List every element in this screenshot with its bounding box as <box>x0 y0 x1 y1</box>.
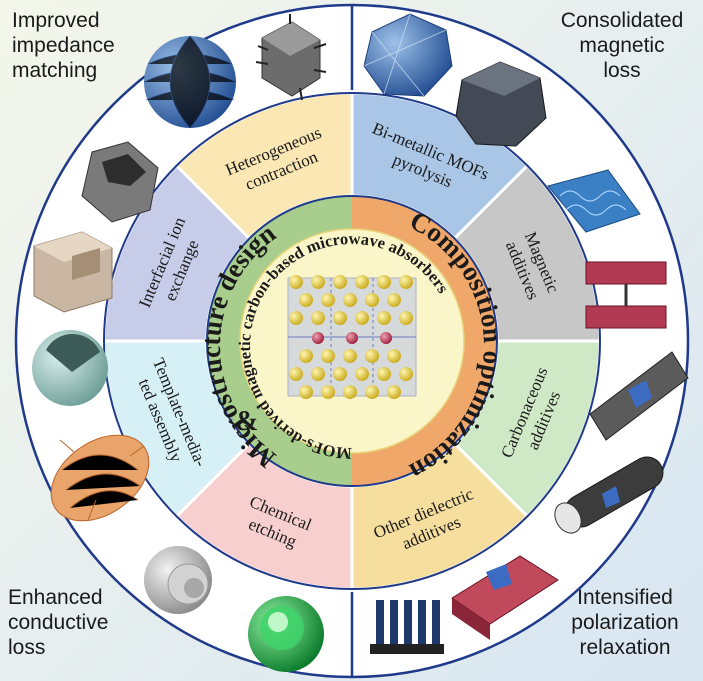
nanotube-icon <box>554 456 664 534</box>
corner-top-left: Improved impedance matching <box>12 8 115 83</box>
atom-yellow <box>343 293 357 307</box>
crystal-structure-icon <box>287 275 417 399</box>
corner-bottom-right: Intensified polarization relaxation <box>552 585 698 660</box>
atom-yellow <box>377 367 391 381</box>
atom-red <box>312 332 324 344</box>
atom-yellow <box>333 311 347 325</box>
inner-disc-border <box>206 195 498 487</box>
carbon-mesh-icon <box>547 169 641 233</box>
hollow-polyhedron-icon <box>81 141 159 223</box>
atom-yellow <box>355 311 369 325</box>
graphene-sheet-icon <box>589 351 689 441</box>
yolk-shell-icon <box>144 546 212 614</box>
dark-polyhedron-icon <box>455 61 547 147</box>
atom-yellow <box>355 367 369 381</box>
cube-crystal-icon <box>255 14 327 101</box>
atom-yellow <box>333 367 347 381</box>
corner-top-right-line2: magnetic <box>579 34 665 57</box>
atom-yellow <box>289 275 303 289</box>
atom-yellow <box>333 275 347 289</box>
atom-yellow <box>311 311 325 325</box>
corner-top-left-line3: matching <box>12 59 98 82</box>
cut-cube-icon <box>33 231 113 313</box>
atom-yellow <box>365 349 379 363</box>
atom-yellow <box>321 385 335 399</box>
atom-yellow <box>289 367 303 381</box>
atom-yellow <box>311 367 325 381</box>
corner-top-right: Consolidated magnetic loss <box>552 8 692 83</box>
atom-yellow <box>387 385 401 399</box>
fiber-icon <box>50 434 150 522</box>
corner-bottom-right-line2: polarization <box>571 611 679 634</box>
atom-yellow <box>355 275 369 289</box>
red-layer-icon <box>585 261 667 329</box>
atom-yellow <box>289 311 303 325</box>
atom-yellow <box>377 311 391 325</box>
atom-red <box>380 332 392 344</box>
corner-bottom-right-line1: Intensified <box>577 586 673 609</box>
segment-ring-border <box>103 92 601 590</box>
atom-yellow <box>377 275 391 289</box>
atom-red <box>346 332 358 344</box>
particle-stack-icon <box>451 555 559 640</box>
atom-yellow <box>399 275 413 289</box>
corner-bottom-left: Enhanced conductive loss <box>8 585 108 660</box>
pillar-array-icon <box>370 600 444 654</box>
ampersand-text: & <box>235 406 258 437</box>
corner-bottom-left-line2: conductive <box>8 611 109 634</box>
hollow-sphere-icon <box>32 330 108 406</box>
sphere-mesh-icon <box>143 35 237 129</box>
atom-yellow <box>365 293 379 307</box>
corner-top-left-line2: impedance <box>12 34 115 57</box>
corner-top-right-line1: Consolidated <box>560 9 684 32</box>
polyhedron-icon <box>363 13 453 97</box>
atom-yellow <box>399 311 413 325</box>
atom-yellow <box>387 349 401 363</box>
atom-yellow <box>343 349 357 363</box>
atom-yellow <box>299 385 313 399</box>
atom-yellow <box>299 349 313 363</box>
atom-yellow <box>311 275 325 289</box>
corner-top-left-line1: Improved <box>12 9 100 32</box>
green-sphere-icon <box>248 596 324 672</box>
corner-bottom-left-line1: Enhanced <box>8 586 103 609</box>
atom-yellow <box>321 349 335 363</box>
atom-yellow <box>399 367 413 381</box>
corner-bottom-left-line3: loss <box>8 636 46 659</box>
atom-yellow <box>343 385 357 399</box>
atom-yellow <box>321 293 335 307</box>
corner-bottom-right-line3: relaxation <box>579 636 671 659</box>
corner-top-right-line3: loss <box>603 59 641 82</box>
atom-yellow <box>299 293 313 307</box>
atom-yellow <box>365 385 379 399</box>
atom-yellow <box>387 293 401 307</box>
